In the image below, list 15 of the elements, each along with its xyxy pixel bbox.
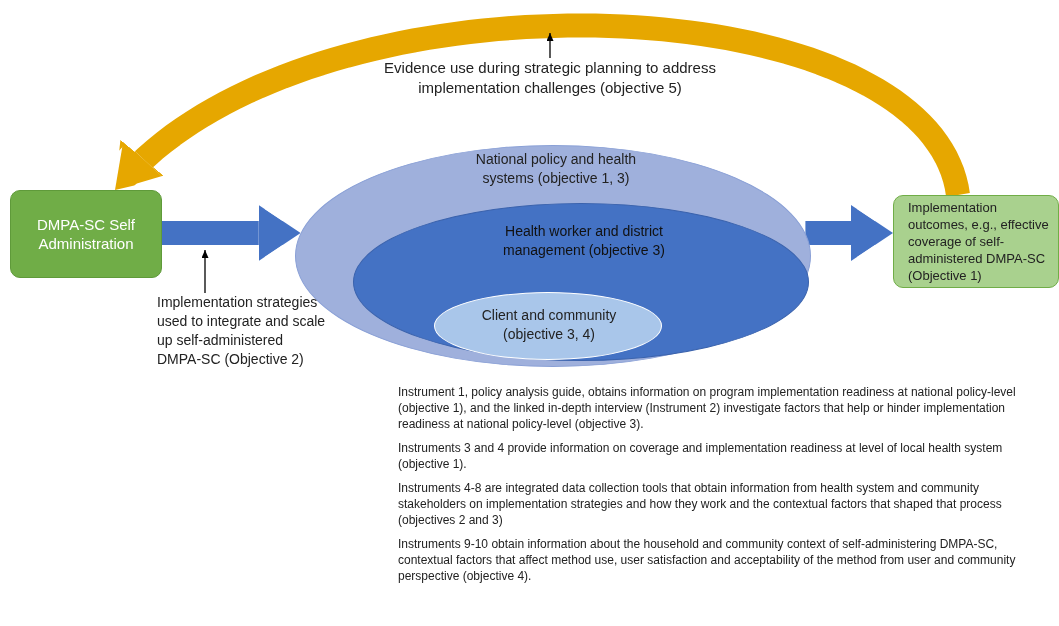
description-paragraph: Instruments 4-8 are integrated data collection tools that obtain information from health system and community stakeholders on implementation strategies and how they work and the contextual factors that shaped that process (objectives 2 and 3) xyxy=(398,480,1003,528)
description-paragraph: Instruments 9-10 obtain information about the household and community context of self-administering DMPA-SC, contextual factors that affect method use, user satisfaction and acceptability of the method from user and community perspective (objective 4). xyxy=(398,536,1017,584)
annotation-text: Implementation strategies used to integrate and scale up self-administered DMPA-SC (Objective 2) xyxy=(157,293,329,369)
ellipse-label: National policy and health systems (objective 1, 3) xyxy=(474,150,638,188)
block-arrow xyxy=(805,205,893,261)
leader-line xyxy=(201,249,209,294)
process-box: DMPA-SC Self Administration xyxy=(10,190,162,278)
ellipse-label: Client and community (objective 3, 4) xyxy=(480,306,618,344)
description-paragraph: Instrument 1, policy analysis guide, obtains information on program implementation readiness at national policy-level (objective 1), and the linked in-depth interview (Instrument 2) investigate factors that help or hinder implementation readiness at national policy-level (objective 3). xyxy=(398,384,1017,432)
annotation-text: Evidence use during strategic planning to address implementation challenges (objective 5) xyxy=(350,58,750,98)
description-paragraph: Instruments 3 and 4 provide information on coverage and implementation readiness at level of local health system (objective 1). xyxy=(398,440,1004,472)
outcome-box: Implementation outcomes, e.g., effective coverage of self-administered DMPA-SC (Objective 1) xyxy=(893,195,1059,288)
block-arrow xyxy=(162,205,301,261)
leader-line xyxy=(546,32,554,59)
ellipse-label: Health worker and district management (objective 3) xyxy=(502,222,666,260)
